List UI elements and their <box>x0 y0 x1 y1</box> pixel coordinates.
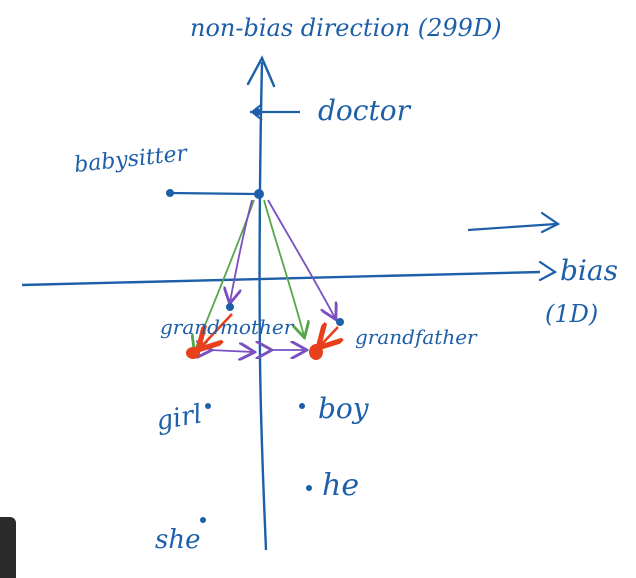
boy-label: boy <box>318 392 370 425</box>
bias-direction-arrowhead <box>540 211 561 234</box>
babysitter-projection <box>169 191 259 196</box>
red-arrow-grandmother <box>200 313 233 348</box>
bias-direction-arrow <box>467 222 557 232</box>
grandmother-label: grandmother <box>160 315 295 339</box>
girl-point <box>205 403 211 409</box>
x-axis-line <box>21 270 541 287</box>
y-axis-label: non-bias direction (299D) <box>190 14 502 42</box>
doctor-pointer-tip <box>250 103 263 121</box>
grandfather-equalized-point <box>309 344 323 360</box>
boy-point <box>299 403 305 409</box>
she-point <box>200 517 206 523</box>
babysitter-label: babysitter <box>73 141 190 178</box>
he-point <box>306 485 312 491</box>
x-axis-label: bias <box>560 254 618 287</box>
red-arrow-grandfather <box>320 327 338 346</box>
x-axis-dimension-label: (1D) <box>545 300 598 328</box>
babysitter-projected-point <box>254 189 264 199</box>
grandmother-point <box>226 303 234 311</box>
grandfather-label: grandfather <box>355 325 478 349</box>
purple-double-arrow-left <box>210 350 253 352</box>
y-axis-arrowhead <box>246 55 276 88</box>
grandfather-point <box>336 318 344 326</box>
doctor-label: doctor <box>318 94 412 127</box>
he-label: he <box>322 468 359 503</box>
grandmother-equalized-point <box>186 347 200 359</box>
x-axis-arrowhead <box>538 260 558 282</box>
purple-arrow-right <box>267 199 335 318</box>
she-label: she <box>155 525 200 555</box>
girl-label: girl <box>154 399 204 436</box>
y-axis-line <box>258 61 268 551</box>
green-arrow-right <box>263 199 304 336</box>
corner-overlay-tab <box>0 517 16 578</box>
purple-arrow-left <box>230 199 253 302</box>
